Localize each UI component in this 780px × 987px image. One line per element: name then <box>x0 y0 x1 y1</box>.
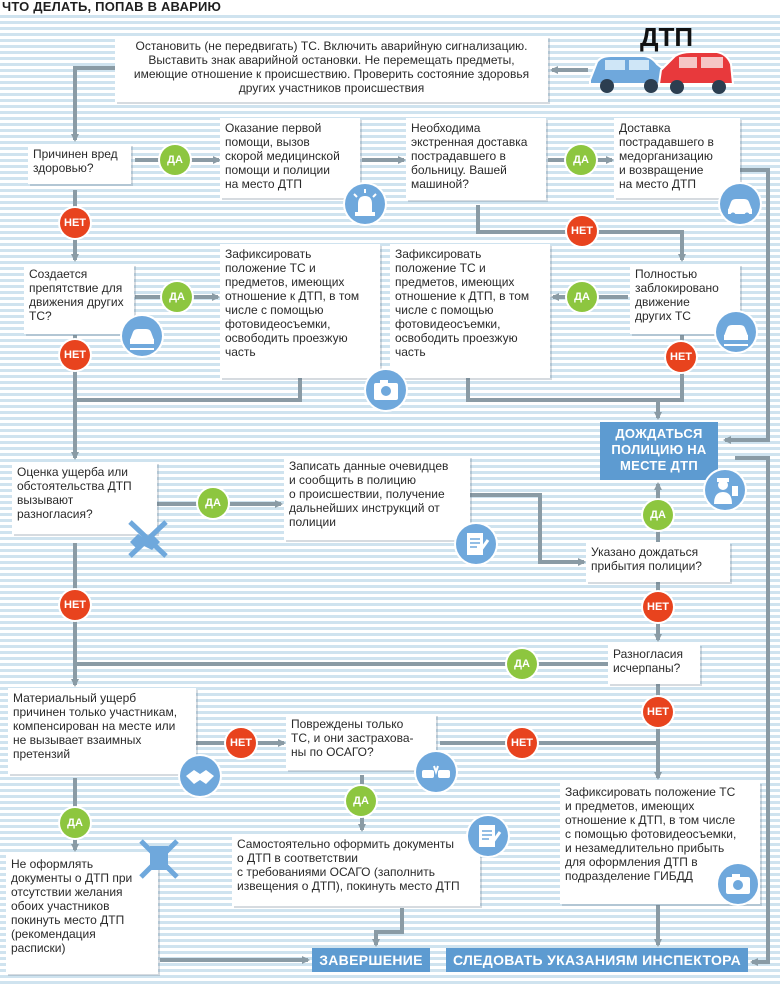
finish-box: ЗАВЕРШЕНИЕ <box>312 948 430 972</box>
camera-icon <box>366 370 406 410</box>
no-badge: НЕТ <box>643 592 673 622</box>
wait-police-box: ДОЖДАТЬСЯ ПОЛИЦИЮ НА МЕСТЕ ДТП <box>600 422 718 480</box>
no-badge: НЕТ <box>567 216 597 246</box>
car-crash-icon <box>589 51 735 94</box>
yes-badge: ДА <box>643 500 673 530</box>
yes-badge: ДА <box>346 786 376 816</box>
yes-badge: ДА <box>567 282 597 312</box>
ambulance-siren-icon <box>345 184 385 224</box>
yes-badge: ДА <box>160 145 190 175</box>
harm-question-box: Причинен вред здоровью? <box>28 144 131 184</box>
witnesses-box: Записать данные очевидцев и сообщить в п… <box>284 456 470 540</box>
yes-badge: ДА <box>162 282 192 312</box>
crossed-out-icon <box>139 839 179 879</box>
yes-badge: ДА <box>566 145 596 175</box>
document-pen-icon <box>468 816 508 856</box>
crossed-out-icon <box>128 520 168 558</box>
no-badge: НЕТ <box>60 590 90 620</box>
no-documents-box: Не оформлять документы о ДТП при отсутст… <box>6 854 158 974</box>
no-badge: НЕТ <box>60 208 90 238</box>
deliver-victim-box: Доставка пострадавшего в медорганизацию … <box>614 118 740 198</box>
car-crash-icon <box>416 752 456 792</box>
no-badge: НЕТ <box>507 728 537 758</box>
document-pen-icon <box>456 524 496 564</box>
car-icon <box>720 184 760 224</box>
page-title: ЧТО ДЕЛАТЬ, ПОПАВ В АВАРИЮ <box>0 0 780 14</box>
police-officer-icon <box>705 470 745 510</box>
material-damage-box: Материальный ущерб причинен только участ… <box>8 688 196 774</box>
yes-badge: ДА <box>60 808 90 838</box>
first-aid-box: Оказание первой помощи, вызов скорой мед… <box>220 118 360 198</box>
disagreement-resolved-question-box: Разногласия исчерпаны? <box>608 644 700 684</box>
fix-position-box-2: Зафиксировать положение ТС и предметов, … <box>390 244 550 378</box>
handshake-icon <box>180 756 220 796</box>
no-badge: НЕТ <box>226 728 256 758</box>
camera-icon <box>718 864 758 904</box>
no-badge: НЕТ <box>643 697 673 727</box>
osago-question-box: Повреждены только ТС, и они застрахова- … <box>286 714 436 770</box>
dtp-label: ДТП <box>640 22 694 52</box>
fix-position-box-1: Зафиксировать положение ТС и предметов, … <box>220 244 380 378</box>
urgent-delivery-question-box: Необходима экстренная доставка пострадав… <box>406 118 546 200</box>
car-icon <box>122 316 162 356</box>
yes-badge: ДА <box>198 488 228 518</box>
no-badge: НЕТ <box>666 342 696 372</box>
start-instructions-box: Остановить (не передвигать) ТС. Включить… <box>115 36 548 102</box>
self-documents-box: Самостоятельно оформить документы о ДТП … <box>232 834 480 906</box>
no-badge: НЕТ <box>60 340 90 370</box>
follow-inspector-box: СЛЕДОВАТЬ УКАЗАНИЯМ ИНСПЕКТОРА <box>446 948 748 972</box>
obstacle-question-box: Создается препятствие для движения други… <box>24 264 134 334</box>
fix-position-gibdd-box: Зафиксировать положение ТС и предметов, … <box>560 782 760 904</box>
yes-badge: ДА <box>507 649 537 679</box>
told-to-wait-question-box: Указано дождаться прибытия полиции? <box>586 542 730 582</box>
car-icon <box>716 312 756 352</box>
